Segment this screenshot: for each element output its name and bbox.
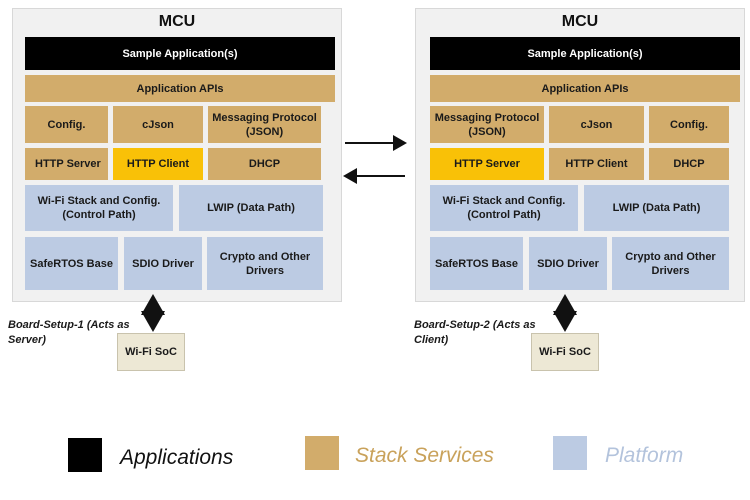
legend-swatch-platform — [553, 436, 587, 470]
sdio-driver-block: SDIO Driver — [529, 237, 607, 290]
config-block: Config. — [25, 106, 108, 143]
messaging-protocol-block: Messaging Protocol (JSON) — [430, 106, 544, 143]
application-apis-block: Application APIs — [430, 75, 740, 102]
sample-application-block: Sample Application(s) — [25, 37, 335, 70]
wifi-soc-1: Wi-Fi SoC — [117, 333, 185, 371]
legend-label-stack-services: Stack Services — [355, 444, 494, 467]
sdio-driver-block: SDIO Driver — [124, 237, 202, 290]
application-apis-block: Application APIs — [25, 75, 335, 102]
wifi-stack-block: Wi-Fi Stack and Config. (Control Path) — [430, 185, 578, 231]
messaging-protocol-block: Messaging Protocol (JSON) — [208, 106, 321, 143]
wifi-soc-2: Wi-Fi SoC — [531, 333, 599, 371]
dhcp-block: DHCP — [649, 148, 729, 180]
lwip-block: LWIP (Data Path) — [179, 185, 323, 231]
http-server-block: HTTP Server — [25, 148, 108, 180]
crypto-drivers-block: Crypto and Other Drivers — [612, 237, 729, 290]
sample-application-block: Sample Application(s) — [430, 37, 740, 70]
board-setup-2-label: Board-Setup-2 (Acts as Client) — [414, 319, 536, 346]
mcu-board-setup-2: MCU Sample Application(s) Application AP… — [415, 8, 745, 302]
board-setup-1-label: Board-Setup-1 (Acts as Server) — [8, 319, 130, 346]
http-client-block: HTTP Client — [549, 148, 644, 180]
http-server-block: HTTP Server — [430, 148, 544, 180]
cjson-block: cJson — [549, 106, 644, 143]
dhcp-block: DHCP — [208, 148, 321, 180]
legend-swatch-stack-services — [305, 436, 339, 470]
crypto-drivers-block: Crypto and Other Drivers — [207, 237, 323, 290]
wifi-stack-block: Wi-Fi Stack and Config. (Control Path) — [25, 185, 173, 231]
safertos-block: SafeRTOS Base — [430, 237, 523, 290]
safertos-block: SafeRTOS Base — [25, 237, 118, 290]
http-client-block: HTTP Client — [113, 148, 203, 180]
legend-label-applications: Applications — [120, 446, 234, 469]
mcu-title: MCU — [561, 13, 599, 30]
mcu-title: MCU — [158, 13, 196, 30]
config-block: Config. — [649, 106, 729, 143]
cjson-block: cJson — [113, 106, 203, 143]
lwip-block: LWIP (Data Path) — [584, 185, 729, 231]
mcu-board-setup-1: MCU Sample Application(s) Application AP… — [12, 8, 342, 302]
legend-label-platform: Platform — [605, 444, 684, 467]
legend-swatch-applications — [68, 438, 102, 472]
